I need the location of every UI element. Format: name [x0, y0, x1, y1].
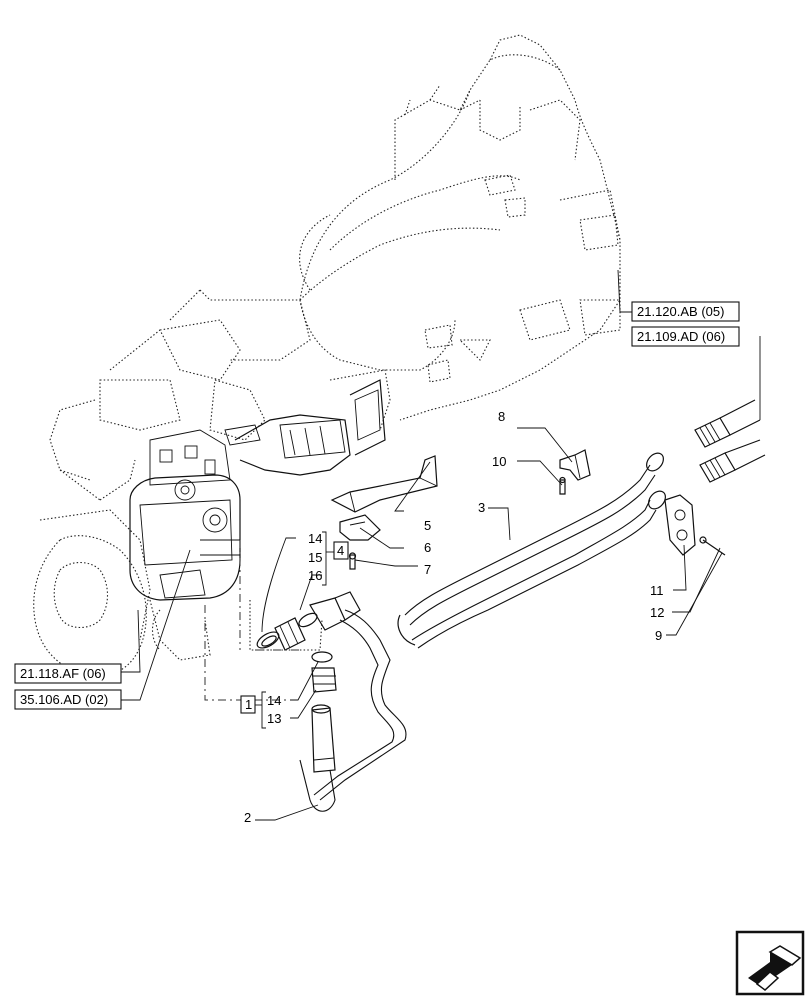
ref-box-4	[14, 689, 122, 710]
callout-10: 10	[492, 454, 506, 469]
ref-box-2	[631, 326, 740, 347]
ref-box-1	[631, 301, 740, 322]
hydraulic-pump	[129, 379, 386, 601]
callout-5: 5	[424, 518, 431, 533]
callout-1-box	[240, 695, 256, 714]
callout-labels: 2 3 5 6 7 8 10 11 12 9 14 15 16 14 13 4 …	[240, 409, 664, 825]
callout-14-lower: 14	[267, 693, 281, 708]
leader-lines	[121, 269, 761, 821]
ref-box-3	[14, 663, 122, 684]
bracket-parts	[330, 455, 438, 570]
callout-11: 11	[650, 583, 664, 598]
pipe-3	[397, 452, 666, 649]
callout-12: 12	[650, 605, 664, 620]
ref-21-118-af[interactable]: 21.118.AF (06)	[20, 666, 106, 681]
callout-7: 7	[424, 562, 431, 577]
next-page-arrow-icon[interactable]	[735, 930, 805, 996]
bracket-8	[559, 449, 591, 495]
callout-3: 3	[478, 500, 485, 515]
callout-15: 15	[308, 550, 322, 565]
callout-14-upper: 14	[308, 531, 322, 546]
ref-21-109-ad[interactable]: 21.109.AD (06)	[637, 329, 725, 344]
callout-16: 16	[308, 568, 322, 583]
couplers	[694, 399, 766, 483]
callout-6: 6	[424, 540, 431, 555]
ref-21-120-ab[interactable]: 21.120.AB (05)	[637, 304, 724, 319]
callout-4-box	[333, 541, 349, 560]
ref-35-106-ad[interactable]: 35.106.AD (02)	[20, 692, 108, 707]
pipe-2	[299, 609, 407, 812]
clamp-parts	[664, 494, 726, 556]
callout-4: 4	[337, 543, 344, 558]
callout-9: 9	[655, 628, 662, 643]
callout-2: 2	[244, 810, 251, 825]
reference-boxes: 21.120.AB (05) 21.109.AD (06) 21.118.AF …	[14, 301, 740, 710]
transmission-housing	[33, 34, 621, 677]
callout-1: 1	[245, 697, 252, 712]
fittings	[256, 591, 361, 693]
callout-8: 8	[498, 409, 505, 424]
callout-13: 13	[267, 711, 281, 726]
construction-lines	[204, 540, 300, 701]
